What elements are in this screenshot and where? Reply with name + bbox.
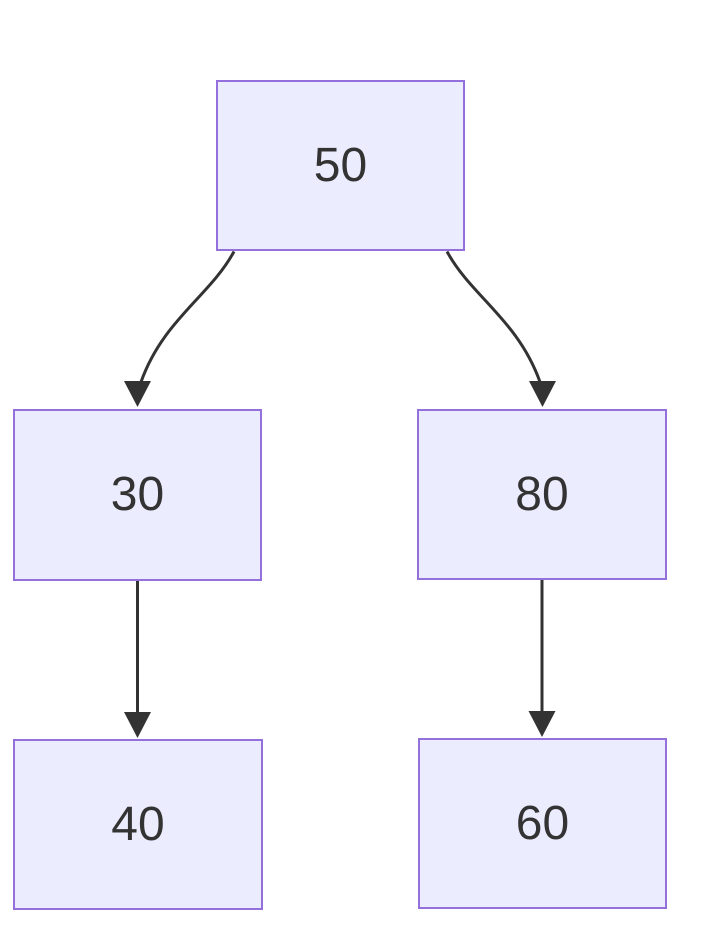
arrowhead-50-80 [529, 381, 556, 407]
arrowhead-30-40 [124, 712, 151, 738]
tree-node-30: 30 [13, 409, 262, 581]
edge-50-80 [445, 250, 542, 383]
edge-50-30 [139, 250, 236, 383]
node-label: 60 [515, 796, 570, 850]
tree-node-40: 40 [13, 739, 263, 910]
node-label: 80 [515, 467, 569, 521]
tree-node-60: 60 [418, 738, 667, 909]
node-label: 50 [313, 138, 368, 192]
node-label: 30 [110, 468, 165, 521]
arrowhead-50-30 [124, 381, 151, 407]
node-label: 40 [111, 797, 165, 851]
tree-node-80: 80 [417, 409, 667, 580]
arrowhead-80-60 [528, 711, 556, 737]
tree-node-50: 50 [216, 80, 465, 251]
